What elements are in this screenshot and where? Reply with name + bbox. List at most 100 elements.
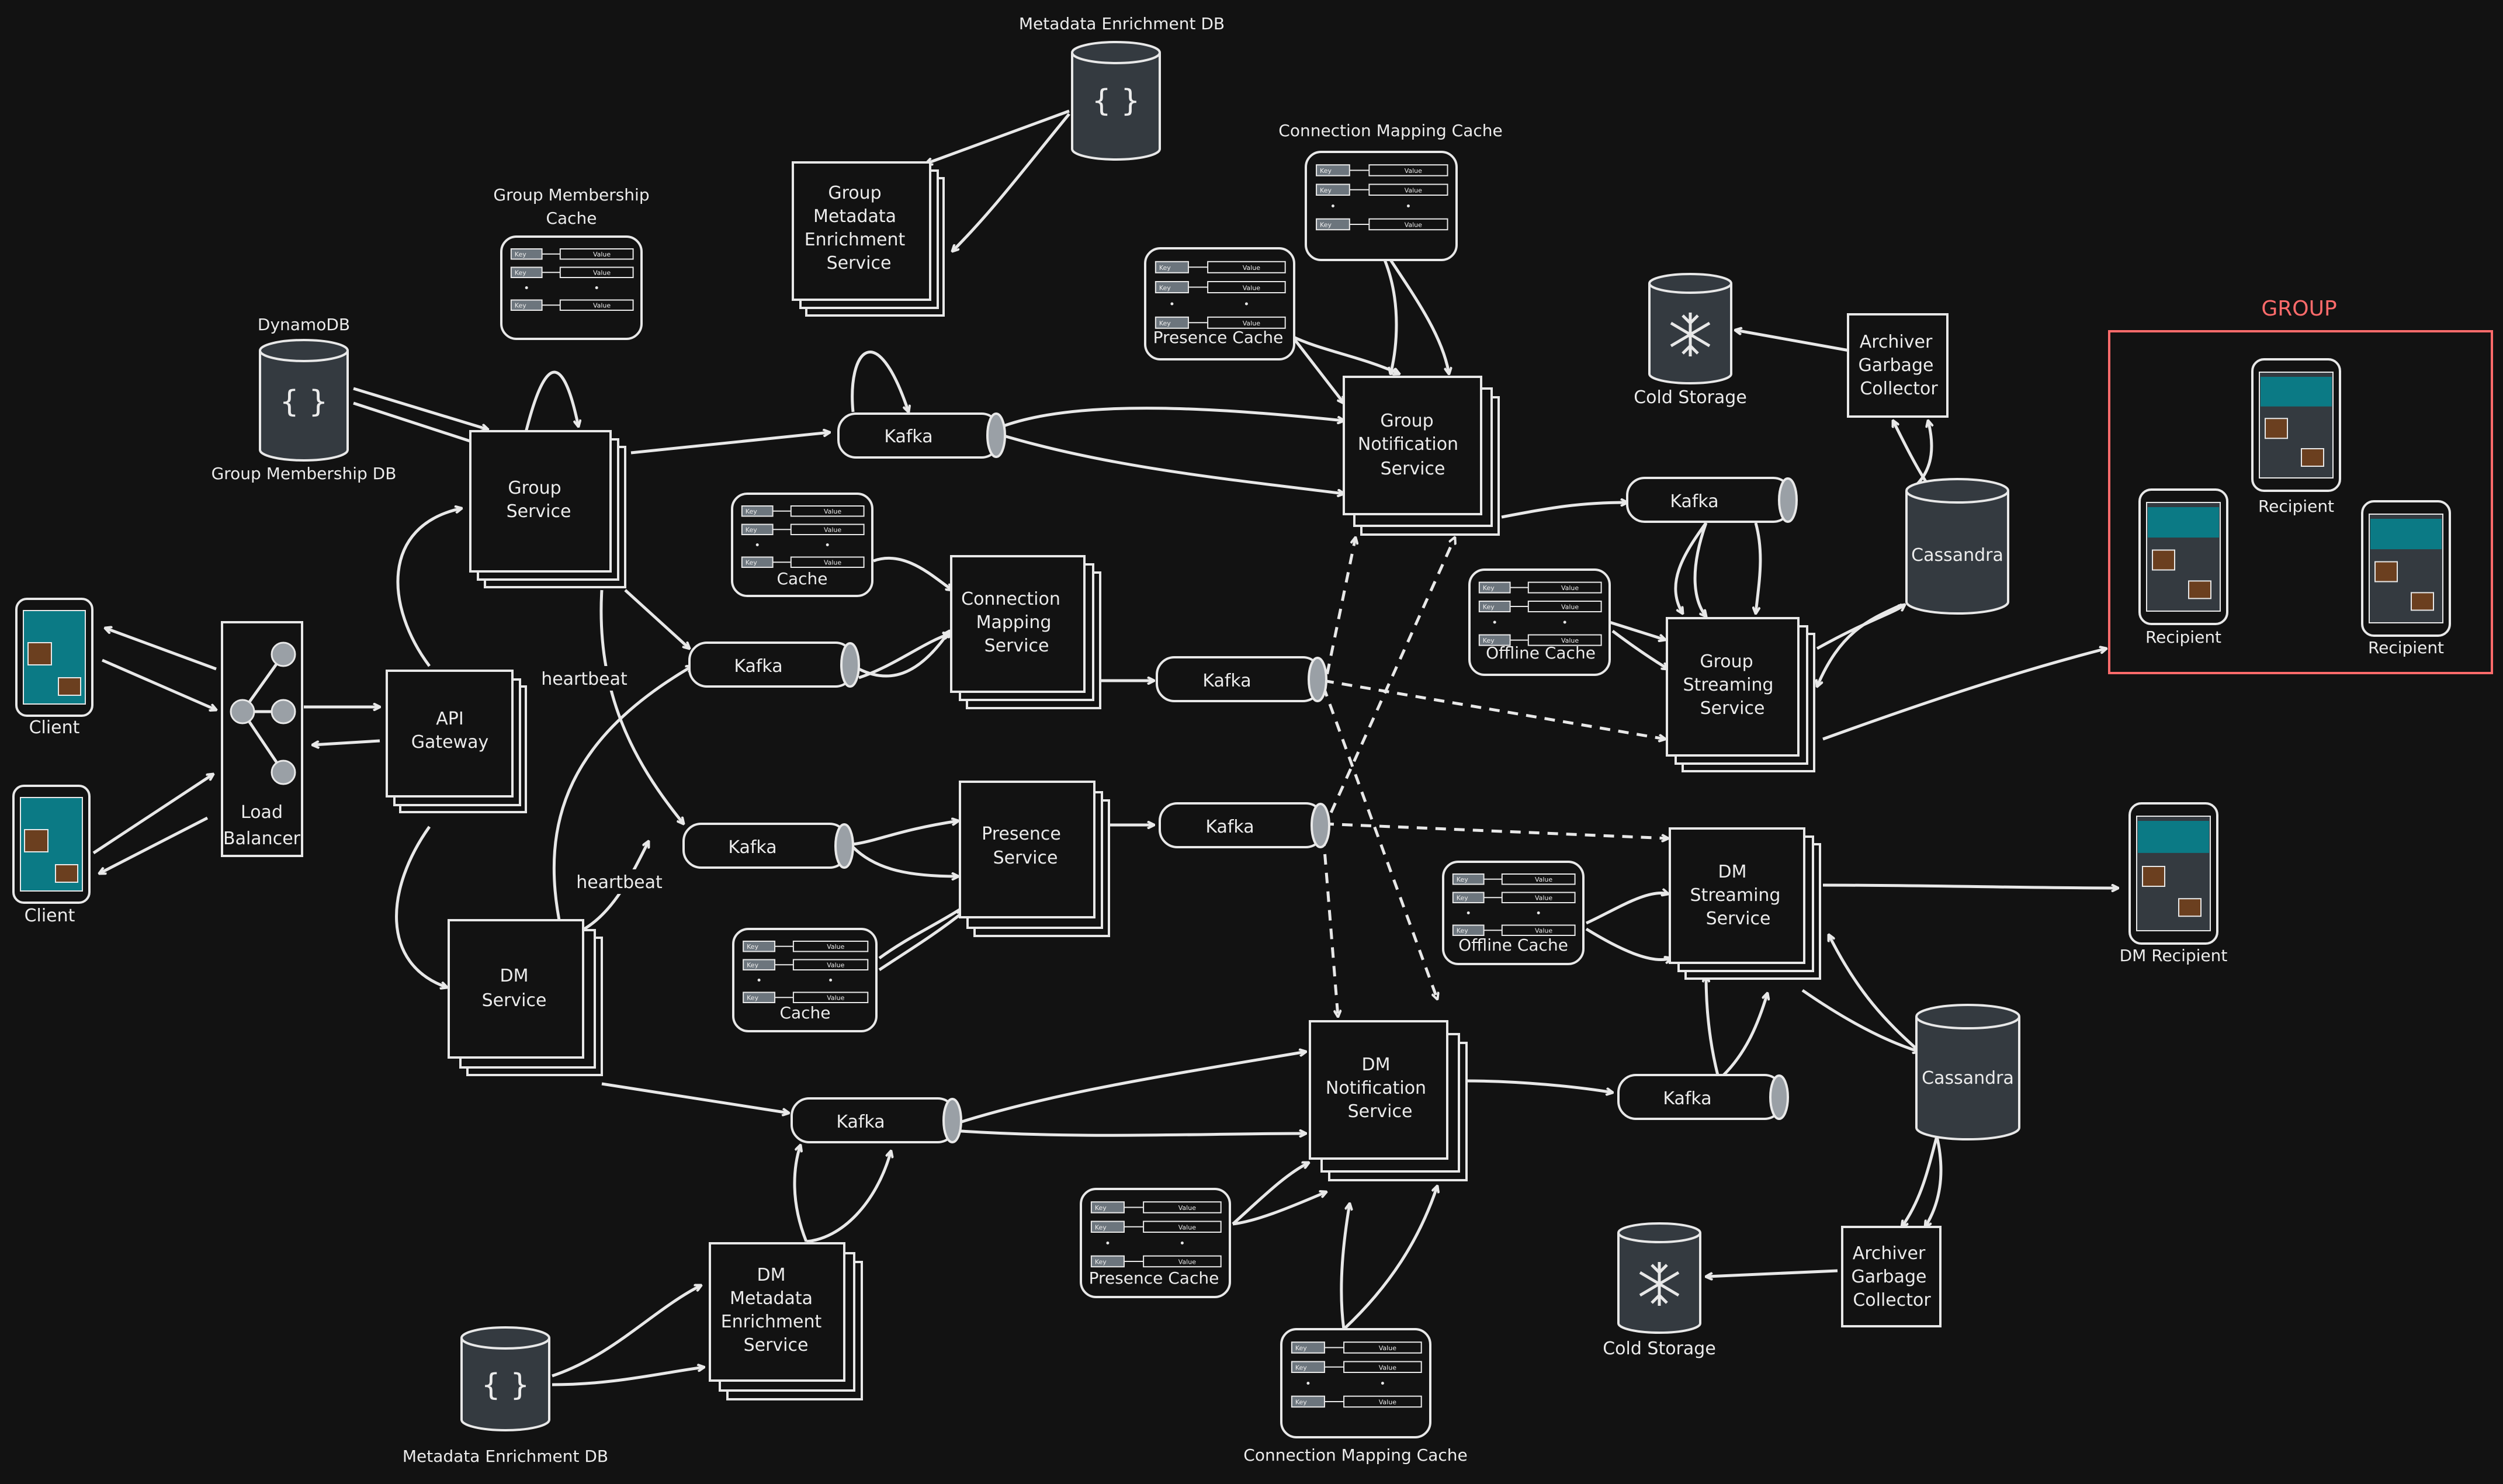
recipient-label: Recipient bbox=[2368, 638, 2444, 657]
phone-image-icon bbox=[2374, 561, 2398, 582]
phone-image-icon bbox=[2265, 418, 2288, 439]
cache-value-text: Value bbox=[1535, 894, 1552, 902]
cache-value-text: Value bbox=[827, 994, 844, 1002]
cache-key-text: Key bbox=[1159, 284, 1171, 292]
cache-key-text: Key bbox=[1483, 584, 1495, 592]
cache-value-text: Value bbox=[824, 559, 841, 567]
api-gateway-label-2: Gateway bbox=[411, 732, 489, 753]
group-service-label-2: Service bbox=[507, 501, 571, 522]
dynamodb-title: DynamoDB bbox=[258, 315, 350, 334]
cache-ellipsis bbox=[755, 543, 759, 546]
kafka-dm-stream-topic[interactable]: Kafka bbox=[1617, 1074, 1789, 1120]
cache-key-text: Key bbox=[746, 526, 757, 534]
group-notification-service[interactable]: Group Notification Service bbox=[1343, 376, 1500, 536]
dm-streaming-service[interactable]: DM Streaming Service bbox=[1669, 827, 1821, 980]
group-streaming-box bbox=[1666, 617, 1800, 757]
cassandra-label: Cassandra bbox=[1911, 545, 2003, 566]
api-gateway[interactable]: API Gateway bbox=[386, 670, 527, 813]
heartbeat-label-2: heartbeat bbox=[576, 872, 663, 893]
kafka-presence-topic[interactable]: Kafka bbox=[682, 823, 854, 869]
kafka-group-topic[interactable]: Kafka bbox=[837, 412, 1006, 459]
dm-recipient-device[interactable] bbox=[2128, 802, 2218, 945]
edge-cass2-archiver bbox=[1902, 1136, 1939, 1227]
edge-kafkapres-dmstream bbox=[1323, 822, 1668, 838]
archiver-garbage-collector-top[interactable]: Archiver Garbage Collector bbox=[1847, 313, 1949, 418]
group-container[interactable]: GROUP bbox=[2108, 297, 2493, 674]
edge-ocache-gstream bbox=[1609, 620, 1665, 640]
cache-ellipsis bbox=[1331, 204, 1334, 207]
kafka-dm-topic[interactable]: Kafka bbox=[791, 1097, 962, 1143]
dynamodb[interactable]: DynamoDB { } Group Membership DB bbox=[212, 315, 397, 483]
group-notification-box bbox=[1343, 376, 1482, 515]
archiver-garbage-collector-bottom[interactable]: Archiver Garbage Collector bbox=[1841, 1226, 1942, 1327]
dm-metadata-label-3: Enrichment bbox=[721, 1312, 822, 1332]
load-balancer[interactable]: Load Balancer bbox=[221, 621, 303, 857]
edge-kafka-connmap bbox=[858, 631, 949, 678]
kafka-connection-out-topic[interactable]: Kafka bbox=[1156, 656, 1327, 702]
cache-value-text: Value bbox=[1243, 284, 1260, 292]
edge-cass2-archiver-2 bbox=[1925, 1136, 1943, 1227]
cache-key-text: Key bbox=[1295, 1344, 1307, 1352]
edge-metadb-gmeta-2 bbox=[952, 113, 1070, 251]
recipients bbox=[2128, 358, 2451, 945]
cache-key-text: Key bbox=[515, 302, 526, 310]
cassandra-top[interactable]: Cassandra bbox=[1905, 478, 2009, 615]
dm-notification-service[interactable]: DM Notification Service bbox=[1309, 1020, 1468, 1181]
presence-service[interactable]: Presence Service bbox=[959, 781, 1110, 937]
cache-value-text: Value bbox=[1178, 1204, 1196, 1212]
dm-service[interactable]: DM Service bbox=[448, 919, 603, 1076]
cache-ellipsis bbox=[757, 979, 761, 982]
recipient-device-3[interactable] bbox=[2361, 500, 2451, 637]
edge-ocache2-dmstream bbox=[1585, 893, 1668, 925]
cache-key-text: Key bbox=[747, 994, 758, 1002]
cache-key-text: Key bbox=[746, 508, 757, 515]
metadata-enrichment-db-bottom[interactable]: { } Metadata Enrichment DB bbox=[403, 1326, 608, 1466]
recipient-device-2[interactable] bbox=[2138, 488, 2228, 625]
cold-storage-label: Cold Storage bbox=[1634, 387, 1747, 408]
cache-value-text: Value bbox=[1243, 320, 1260, 327]
edge-kafka-connmap-2 bbox=[858, 634, 949, 679]
presence-service-box bbox=[959, 781, 1096, 918]
kafka-connection-topic[interactable]: Kafka bbox=[688, 642, 860, 688]
archiver-label-1: Archiver bbox=[1860, 332, 1933, 352]
cache-value-text: Value bbox=[593, 251, 611, 258]
kafka-presence-out-topic[interactable]: Kafka bbox=[1159, 802, 1330, 848]
cache-key-text: Key bbox=[515, 269, 526, 277]
presence-cache-label: Presence Cache bbox=[1089, 1268, 1219, 1288]
edge-metadb-gmeta bbox=[926, 109, 1070, 164]
edge-gstream-group bbox=[1822, 649, 2106, 741]
recipient-device-1[interactable] bbox=[2251, 358, 2341, 492]
edge-cass-archiver-2 bbox=[1915, 421, 1932, 486]
group-metadata-label-2: Metadata bbox=[813, 206, 896, 227]
connection-mapping-service[interactable]: Connection Mapping Service bbox=[950, 555, 1101, 709]
group-service-label-1: Group bbox=[508, 478, 561, 498]
dm-streaming-label-1: DM bbox=[1718, 862, 1747, 882]
cold-storage-bottom[interactable]: Cold Storage bbox=[1603, 1222, 1716, 1359]
metadata-enrichment-db-top[interactable]: Metadata Enrichment DB { } bbox=[1019, 14, 1225, 161]
phone-image-icon bbox=[2301, 448, 2324, 467]
dm-metadata-enrichment-service[interactable]: DM Metadata Enrichment Service bbox=[709, 1242, 863, 1400]
group-metadata-enrichment-service[interactable]: Group Metadata Enrichment Service bbox=[792, 161, 945, 317]
group-streaming-service[interactable]: Group Streaming Service bbox=[1666, 617, 1815, 772]
edge-kafka-dmstream bbox=[1706, 976, 1719, 1076]
phone-header-image bbox=[2138, 821, 2209, 853]
edge-cache-connmap bbox=[873, 556, 952, 590]
cassandra-bottom[interactable]: Cassandra bbox=[1915, 1004, 2020, 1140]
edge-api-lb bbox=[313, 739, 380, 745]
cold-storage-top[interactable]: Cold Storage bbox=[1634, 273, 1747, 408]
group-service[interactable]: Group Service bbox=[469, 430, 626, 588]
kafka-group-stream-topic[interactable]: Kafka bbox=[1626, 477, 1798, 523]
cache-value-text: Value bbox=[1379, 1344, 1396, 1352]
kafka-queues: Kafka Kafka Kafka Kafka Kafka Kafka bbox=[682, 412, 1798, 1143]
client-device-2[interactable]: Client bbox=[12, 785, 91, 926]
client-device-1[interactable]: Client bbox=[15, 598, 93, 738]
